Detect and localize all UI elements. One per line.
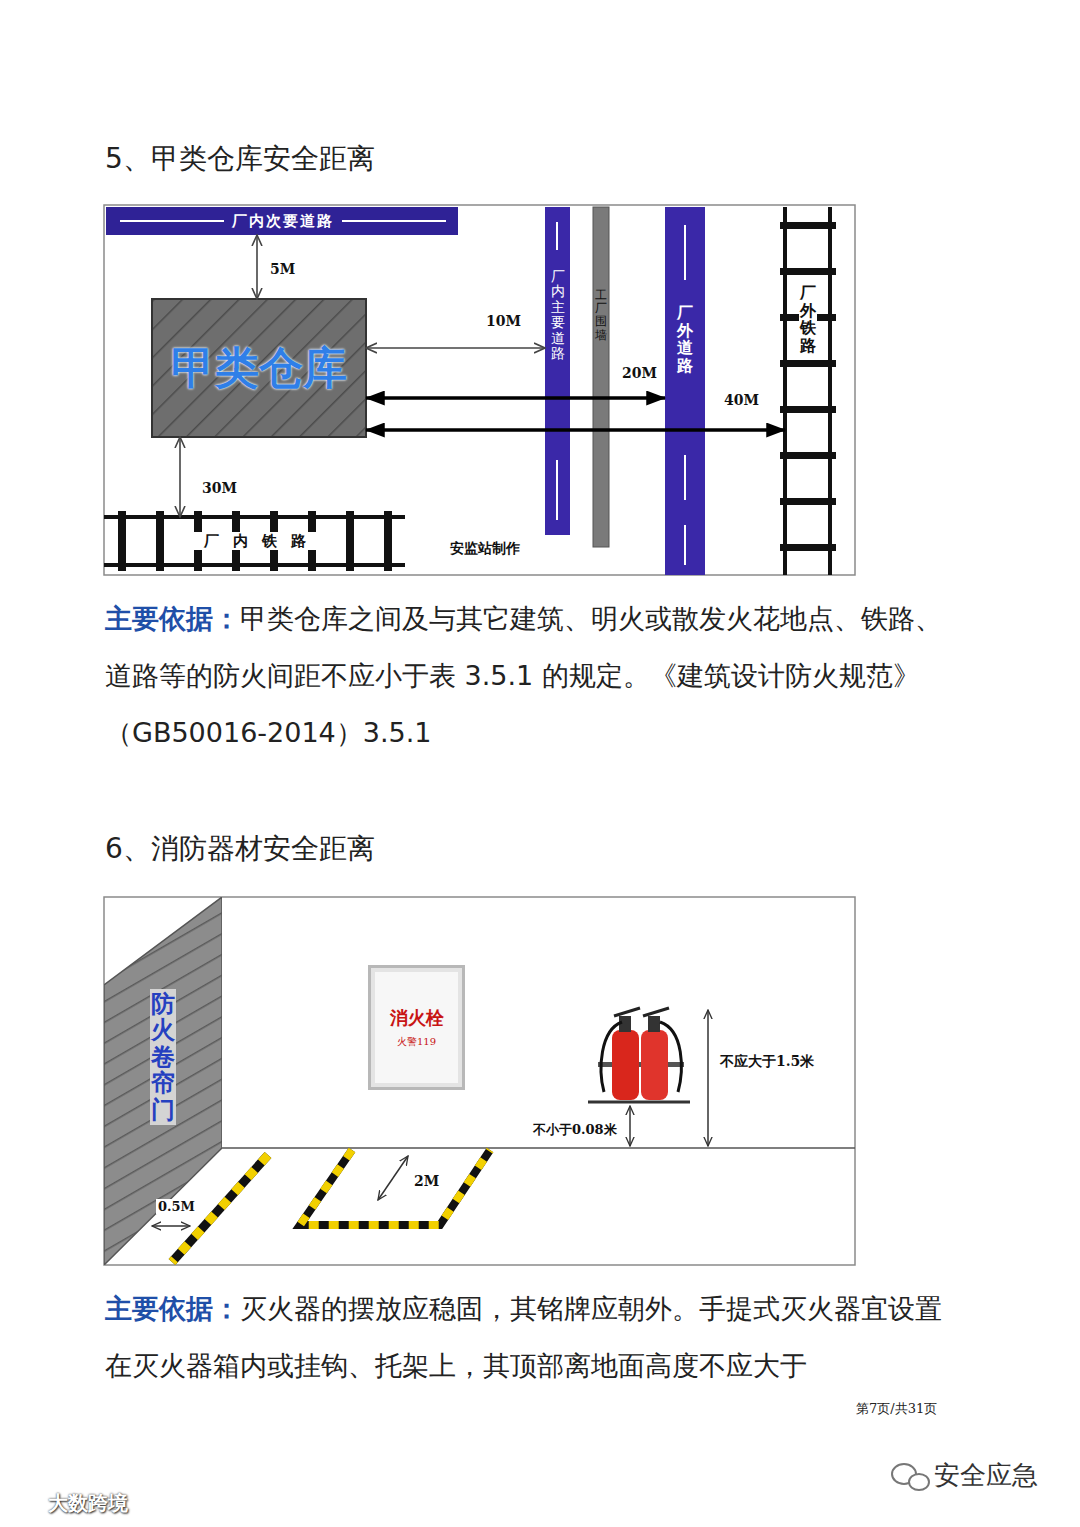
node-text: 厂内铁路 — [187, 532, 323, 550]
railway: 厂内铁路 — [104, 517, 405, 565]
dimension-label: 10M — [484, 313, 523, 329]
credit-note: 安监站制作 — [450, 540, 520, 556]
section-heading: 5、甲类仓库安全距离 — [105, 142, 375, 175]
page-number: 第7页/共31页 — [856, 1401, 937, 1416]
paragraph: 主要依据：灭火器的摆放应稳固，其铭牌应朝外。手提式灭火器宜设置在灭火器箱内或挂钩… — [105, 1280, 950, 1394]
wall-band: 工厂围墙 — [593, 207, 609, 547]
floor-stripe — [172, 1150, 490, 1262]
label-anchor: 20M — [620, 363, 659, 382]
node-text: 火警119 — [397, 1036, 436, 1048]
basis-heading: 主要依据： — [105, 603, 240, 634]
dimension-label: 5M — [268, 261, 297, 277]
label-anchor: 5M — [268, 259, 297, 278]
basis-heading: 主要依据： — [105, 1293, 240, 1324]
dimension-arrow — [366, 428, 785, 432]
dimension-arrow — [366, 347, 545, 349]
dimension-label: 20M — [620, 365, 659, 381]
warehouse-fill — [152, 299, 366, 437]
node-text: 消火栓 — [390, 1007, 444, 1029]
road-band: 厂内主要道路 — [545, 207, 570, 535]
dimension-arrow — [179, 437, 181, 517]
node-text: 厂内主要道路 — [550, 267, 566, 363]
label-anchor: 2M — [412, 1171, 441, 1190]
dimension-label: 0.5M — [156, 1199, 197, 1214]
label-anchor: 40M — [722, 390, 761, 409]
dimension-arrow — [152, 1225, 190, 1227]
frame — [104, 205, 855, 575]
label-anchor: 第7页/共31页 — [856, 1398, 937, 1418]
road-fill — [106, 207, 458, 235]
hydrant-box: 消火栓火警119 — [368, 965, 465, 1090]
label-anchor: 不小于0.08米 — [531, 1119, 619, 1139]
dimension-label: 30M — [200, 480, 239, 496]
railway-track — [104, 511, 405, 571]
dimension-arrow — [707, 1010, 709, 1146]
fire-extinguisher — [588, 1008, 690, 1102]
label-anchor: 5、甲类仓库安全距离 — [105, 140, 375, 178]
road-fill — [665, 207, 705, 575]
dimension-label: 不应大于1.5米 — [718, 1053, 816, 1069]
label-anchor: 安监站制作 — [450, 538, 520, 558]
floor-line — [222, 1147, 855, 1149]
section-heading: 6、消防器材安全距离 — [105, 832, 375, 865]
paragraph: 主要依据：甲类仓库之间及与其它建筑、明火或散发火花地点、铁路、道路等的防火间距不… — [105, 590, 950, 761]
label-anchor: 0.5M — [156, 1196, 197, 1215]
node-text: 防火卷帘门 — [150, 989, 176, 1125]
road-fill — [545, 207, 570, 535]
frame — [104, 897, 855, 1265]
dimension-label: 40M — [722, 392, 761, 408]
dimension-arrow — [629, 1106, 631, 1146]
dimension-label: 不小于0.08米 — [531, 1122, 619, 1137]
node-text: 工厂围墙 — [594, 287, 608, 344]
label-anchor: 6、消防器材安全距离 — [105, 830, 375, 868]
label-anchor: 安全应急 — [934, 1458, 1038, 1493]
label-anchor: 不应大于1.5米 — [718, 1051, 816, 1071]
node-text: 甲类仓库 — [171, 342, 347, 395]
dimension-arrow — [256, 235, 258, 299]
watermark: 安全应急 — [934, 1460, 1038, 1490]
label-anchor: 30M — [200, 478, 239, 497]
node-text: 厂内次要道路 — [230, 212, 334, 230]
wall-fill — [593, 207, 609, 547]
watermark: 大数跨境 — [48, 1491, 128, 1515]
railway: 厂外铁路 — [785, 207, 830, 575]
dimension-arrow — [366, 396, 665, 400]
label-anchor: 10M — [484, 311, 523, 330]
road-band: 厂内次要道路 — [106, 207, 458, 235]
node-text: 厂外道路 — [676, 302, 694, 376]
railway-track — [780, 207, 836, 575]
warehouse-box: 甲类仓库 — [152, 299, 366, 437]
wechat-icon — [892, 1464, 929, 1490]
road-band: 厂外道路 — [665, 207, 705, 575]
dimension-arrow — [378, 1156, 408, 1200]
node-text: 厂外铁路 — [799, 282, 817, 356]
dimension-label: 2M — [412, 1173, 441, 1189]
label-anchor: 大数跨境 — [48, 1490, 128, 1517]
